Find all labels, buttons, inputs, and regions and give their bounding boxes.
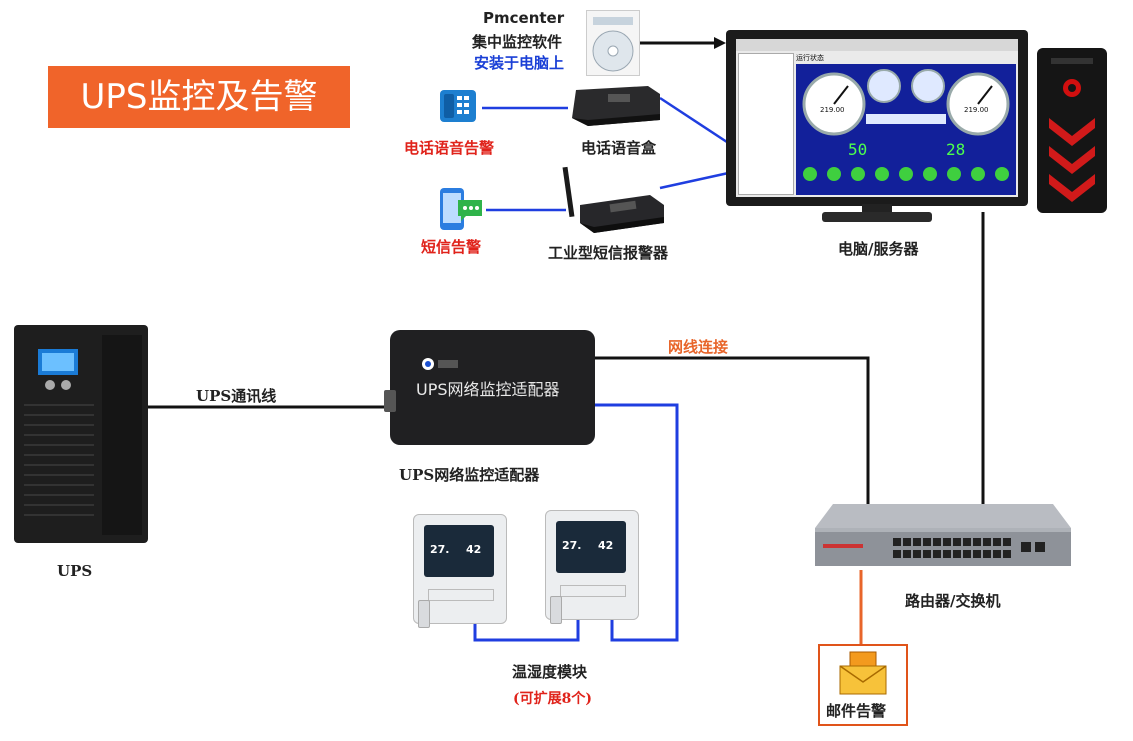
sms-device-label: 工业型短信报警器 [548, 244, 669, 262]
mail-alarm-box: 邮件告警 [818, 644, 908, 726]
phone-voice-box [568, 84, 663, 128]
dashboard-gauges [802, 69, 1010, 181]
adapter-label: UPS网络监控适配器 [399, 466, 540, 484]
th-module-label: 温湿度模块 [512, 663, 588, 681]
pc-tower [1037, 48, 1107, 213]
th-module-2-hum: 42 [598, 539, 614, 552]
network-adapter-device: UPS网络监控适配器 [384, 330, 595, 445]
screen-status-text: 运行状态 [796, 54, 824, 62]
th-module-2-probe [550, 596, 562, 624]
router-label: 路由器/交换机 [905, 592, 1001, 610]
phone-box-label: 电话语音盒 [581, 139, 657, 157]
telephone-icon [438, 86, 478, 126]
th-module-1-hum: 42 [466, 543, 482, 556]
adapter-front: UPS网络监控适配器 [400, 344, 570, 404]
th-module-1: 27. 42 [413, 514, 507, 624]
sms-icon [436, 186, 486, 232]
th-module-2-temp: 27. [562, 539, 582, 552]
phonebox-monitor-wire [659, 96, 734, 148]
sms-monitor-wire [659, 170, 734, 190]
th-expand-label: (可扩展8个) [513, 691, 592, 707]
ups-cable-label: UPS通讯线 [196, 387, 277, 405]
gauge-left-value: 219.00 [820, 106, 845, 114]
th-module-1-display: 27. 42 [424, 525, 494, 577]
software-name: Pmcenter [483, 9, 565, 27]
th-module-1-buttons [428, 589, 494, 601]
th-module-1-probe [418, 600, 430, 628]
envelope-icon [839, 651, 887, 695]
phone-alarm-label: 电话语音告警 [404, 139, 495, 157]
adapter-switch-line [595, 356, 870, 505]
monitor: 运行状态 219.00 219.00 50 28 [726, 30, 1028, 206]
page-title: UPS监控及告警 [48, 66, 350, 128]
adapter-panel-text: UPS网络监控适配器 [416, 380, 560, 399]
th-module-1-temp: 27. [430, 543, 450, 556]
software-arrow-head [714, 37, 726, 49]
software-line2: 安装于电脑上 [474, 54, 565, 72]
adapter-logo-icon [422, 358, 458, 370]
network-label: 网线连接 [668, 338, 729, 356]
ups-unit [14, 325, 148, 543]
sms-alarm-label: 短信告警 [421, 238, 482, 256]
th-module-2-buttons [560, 585, 626, 597]
cd-disc-icon [592, 17, 634, 72]
sms-alarm-device [560, 165, 670, 237]
screen-dashboard: 219.00 219.00 50 28 [796, 64, 1016, 195]
screen-tree-panel [738, 53, 794, 195]
screen-toolbar [736, 39, 1018, 51]
th-module-2-display: 27. 42 [556, 521, 626, 573]
ups-label: UPS [57, 562, 93, 580]
mail-alarm-label: 邮件告警 [826, 702, 887, 720]
th-wire-outer [592, 403, 679, 642]
dashboard-num-left: 50 [848, 140, 868, 159]
computer-label: 电脑/服务器 [838, 240, 919, 258]
dashboard-num-right: 28 [946, 140, 966, 159]
adapter-port [384, 390, 396, 412]
monitor-stand [822, 204, 932, 222]
gauge-right-value: 219.00 [964, 106, 989, 114]
network-switch [813, 500, 1073, 570]
software-line1: 集中监控软件 [472, 33, 563, 51]
software-cd-case [586, 10, 640, 76]
monitoring-screen: 运行状态 219.00 219.00 50 28 [736, 39, 1018, 197]
screen-status-bar: 运行状态 [796, 53, 1016, 63]
